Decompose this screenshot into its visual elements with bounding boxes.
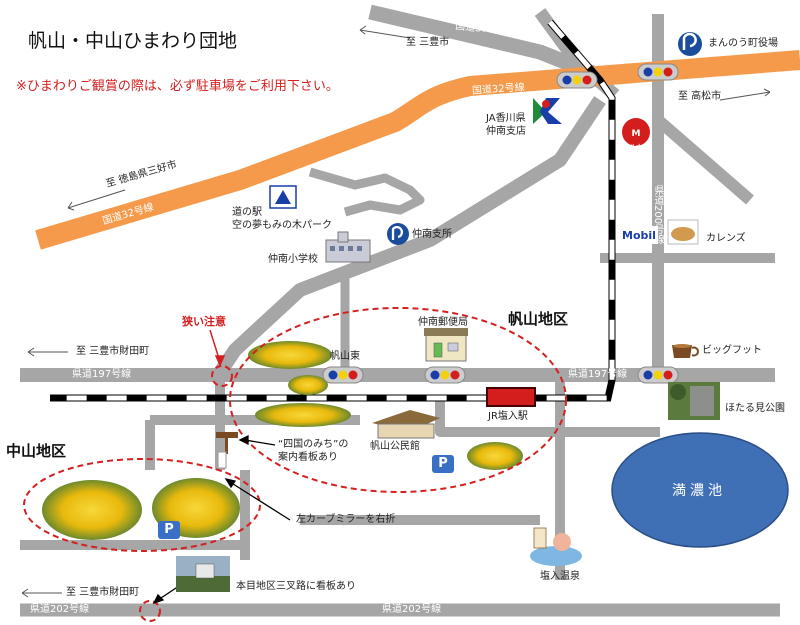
direction-mitoyo-top: 至 三豊市	[406, 37, 450, 48]
district-nakayama: 中山地区	[6, 442, 67, 460]
label-ja: JA香川県 仲南支店	[486, 113, 526, 137]
parking-hanayama: P	[432, 455, 454, 473]
town-office-icon	[678, 32, 702, 56]
label-mobil: Mobil	[622, 229, 656, 242]
marunaka-icon: M	[622, 118, 650, 146]
honme-photo	[176, 556, 230, 592]
label-firefly-park: ほたる見公園	[725, 403, 785, 414]
warning-pointers	[209, 329, 226, 367]
label-hanayama-higashi: 帆山東	[330, 351, 360, 362]
label-karenz: カレンズ	[706, 233, 746, 244]
mobil-icon	[620, 226, 658, 244]
label-jr-station: JR塩入駅	[488, 411, 528, 422]
traffic-light-hanayama-higashi	[322, 366, 364, 384]
map-title: 帆山・中山ひまわり団地	[28, 30, 238, 52]
label-chunan-branch: 仲南支所	[412, 229, 452, 240]
parking-notice: ※ひまわりご観賞の際は、必ず駐車場をご利用下さい。	[16, 79, 339, 94]
label-bigfoot: ビッグフット	[702, 345, 762, 356]
road-label-202-right: 県道202号線	[382, 604, 442, 615]
karenz-icon	[667, 219, 699, 245]
label-lake: 満濃池	[672, 483, 726, 499]
honme-sign-note: 本目地区三叉路に看板あり	[236, 581, 356, 592]
road-label-197-right: 県道197号線	[568, 369, 628, 380]
direction-zaita-bottom: 至 三豊市財田町	[66, 587, 140, 598]
national-road-32	[35, 50, 800, 250]
label-michinoeki: 道の駅 空の夢もみの木パーク	[232, 207, 332, 231]
label-marunaka: マルナカ	[624, 144, 649, 151]
bigfoot-icon	[672, 344, 699, 358]
sunflower-fields	[42, 341, 523, 540]
direction-arrows	[21, 25, 771, 598]
shikoku-sign-icon	[216, 432, 238, 469]
direction-zaita-mid: 至 三豊市財田町	[76, 346, 150, 357]
traffic-light-377	[556, 71, 598, 89]
label-kominkan: 帆山公民館	[370, 441, 420, 452]
road-label-202-left: 県道202号線	[30, 604, 90, 615]
school-icon	[325, 231, 371, 263]
post-office-icon	[424, 328, 468, 362]
traffic-lights	[322, 63, 679, 384]
parking-nakayama: P	[158, 521, 180, 539]
district-hanayama: 帆山地区	[508, 310, 569, 328]
direction-takamatsu: 至 高松市	[678, 91, 722, 102]
svg-text:M: M	[632, 129, 641, 139]
label-town-office: まんのう町役場	[708, 38, 778, 49]
road-label-200: 県道200号線	[652, 185, 663, 245]
district-outlines	[23, 307, 567, 622]
narrow-warning: 狭い注意	[182, 315, 226, 328]
chunan-branch-icon	[387, 223, 409, 245]
traffic-light-post	[424, 366, 466, 384]
traffic-light-32	[637, 63, 679, 81]
curve-mirror-note: 左カーブミラーを右折	[296, 514, 396, 525]
kominkan-icon	[372, 410, 440, 439]
michinoeki-icon	[269, 185, 297, 209]
mannou-lake	[611, 432, 789, 548]
firefly-park-photo	[668, 382, 720, 420]
label-post-office: 仲南郵便局	[418, 317, 468, 328]
traffic-light-bigfoot	[637, 366, 679, 384]
label-onsen: 塩入温泉	[540, 571, 580, 582]
road-label-197-left: 県道197号線	[72, 369, 132, 380]
leader-lines	[152, 434, 291, 605]
jr-station-icon	[486, 387, 536, 407]
shikoku-sign-note: “四国のみち”の 案内看板あり	[278, 439, 349, 463]
onsen-icon	[530, 527, 582, 566]
label-school: 仲南小学校	[268, 254, 318, 265]
ja-icon	[528, 94, 564, 124]
